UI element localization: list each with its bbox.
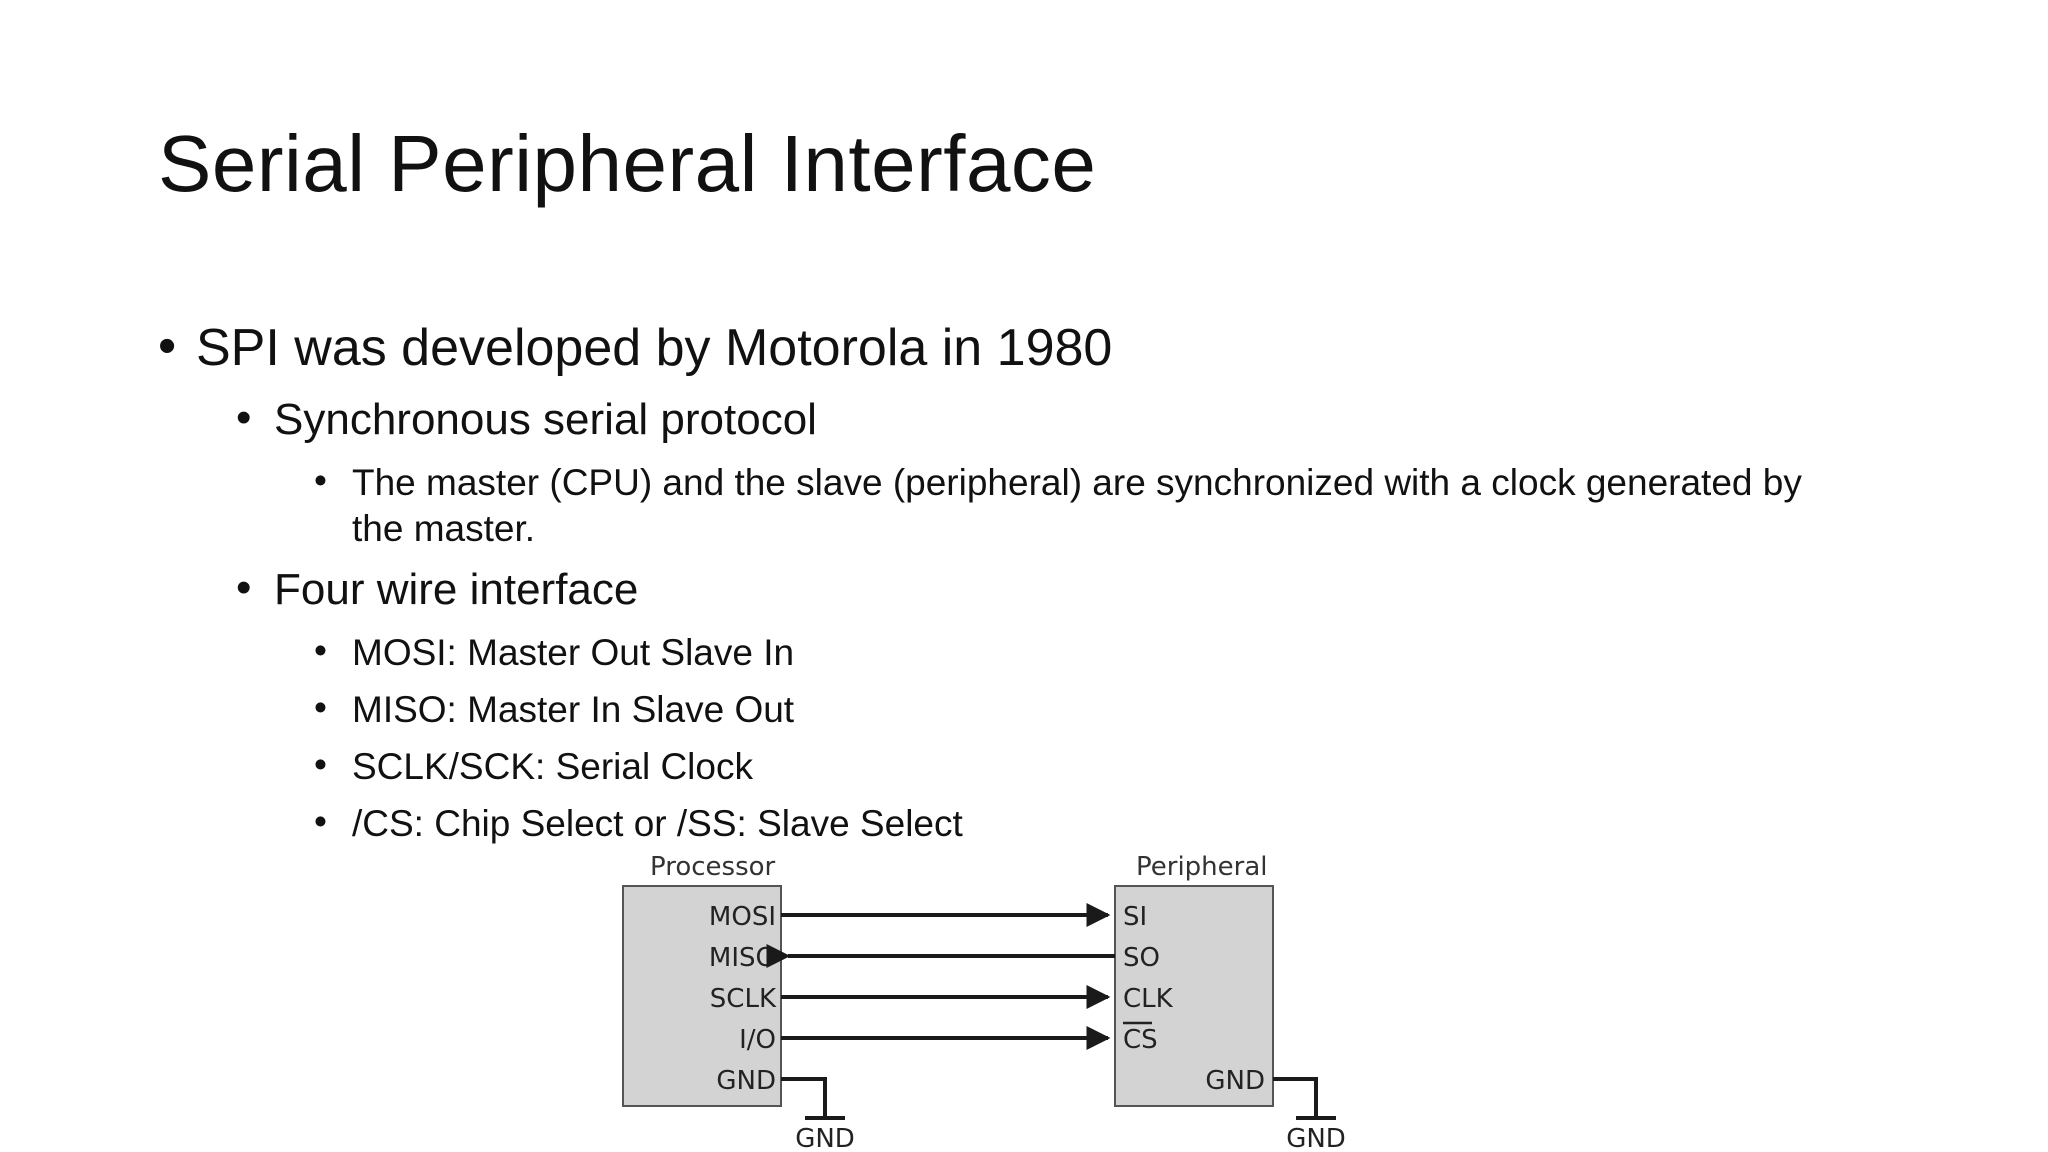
bullet-text: SPI was developed by Motorola in 1980: [196, 319, 1113, 377]
bullet-text: MOSI: Master Out Slave In: [352, 632, 795, 673]
slide-title: Serial Peripheral Interface: [158, 119, 1097, 208]
spi-wiring-diagram: Processor Peripheral MOSI MISO SCLK I/O …: [600, 845, 1360, 1152]
bullet-dot: •: [236, 563, 252, 612]
processor-box: [622, 885, 782, 1107]
bullet-dot: •: [314, 744, 327, 785]
peripheral-pin-so: SO: [1123, 943, 1160, 973]
bullet-dot: •: [158, 317, 177, 375]
bullet-text: Synchronous serial protocol: [274, 395, 817, 444]
processor-label: Processor: [650, 852, 776, 882]
peripheral-pin-si: SI: [1123, 902, 1147, 932]
peripheral-pin-clk: CLK: [1123, 984, 1174, 1014]
peripheral-pin-cs: CS: [1123, 1025, 1158, 1055]
processor-ground-label: GND: [795, 1124, 855, 1152]
peripheral-ground-label: GND: [1286, 1124, 1346, 1152]
peripheral-ground-wire: [1273, 1077, 1318, 1118]
bullet-dot: •: [314, 630, 327, 671]
bullet-dot: •: [314, 687, 327, 728]
spi-diagram-svg: Processor Peripheral MOSI MISO SCLK I/O …: [622, 852, 1346, 1152]
bullet-text: SCLK/SCK: Serial Clock: [352, 746, 753, 787]
bullet-dot: •: [236, 393, 252, 442]
peripheral-label: Peripheral: [1136, 852, 1268, 882]
processor-pin-miso: MISO: [709, 943, 776, 973]
processor-pin-sclk: SCLK: [710, 984, 777, 1014]
bullet-dot: •: [314, 801, 327, 842]
bullet-text-continuation: the master.: [352, 508, 536, 549]
bullet-text: MISO: Master In Slave Out: [352, 689, 795, 730]
peripheral-box: [1114, 885, 1274, 1107]
peripheral-pin-gnd: GND: [1205, 1066, 1265, 1096]
bullet-dot: •: [314, 460, 327, 501]
bullet-text: Four wire interface: [274, 565, 639, 614]
processor-pin-io: I/O: [739, 1025, 776, 1055]
processor-ground-wire: [781, 1077, 827, 1118]
bullet-text: /CS: Chip Select or /SS: Slave Select: [352, 803, 963, 844]
processor-pin-gnd: GND: [716, 1066, 776, 1096]
bullet-text: The master (CPU) and the slave (peripher…: [352, 462, 1802, 503]
processor-pin-mosi: MOSI: [709, 902, 776, 932]
